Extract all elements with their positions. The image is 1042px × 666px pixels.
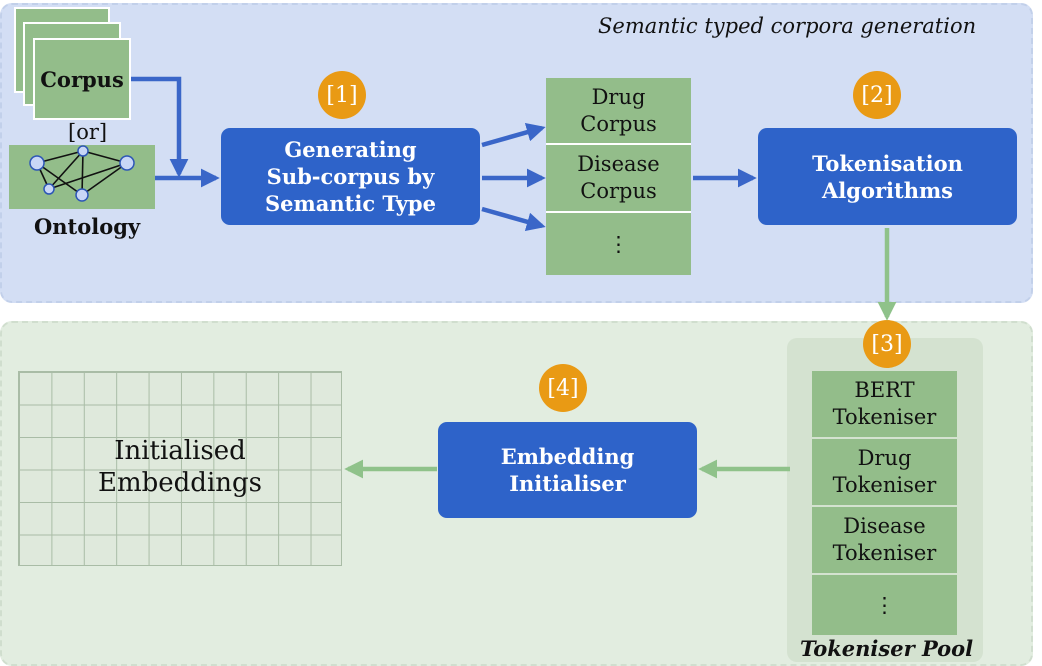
more-corpora-arrow <box>481 206 546 231</box>
drug-tokeniser-line-2: Tokeniser <box>832 473 937 497</box>
embeddings-line-1: Initialised <box>114 436 246 466</box>
initialiser-line-2: Initialiser <box>509 471 626 496</box>
step-badge-2: [2] <box>853 71 901 119</box>
drug-tokeniser-line-1: Drug <box>857 446 912 470</box>
corpus-label: Corpus <box>40 66 124 92</box>
generator-line-3: Semantic Type <box>265 191 436 216</box>
ontology-graph <box>9 145 155 209</box>
disease-tokeniser: Disease Tokeniser <box>812 507 957 575</box>
more-tokenisers: ⋮ <box>812 575 957 635</box>
semantic-corpora-stack: Drug Corpus Disease Corpus ⋮ <box>546 78 691 275</box>
embedding-initialiser-box: Embedding Initialiser <box>438 422 697 518</box>
initialiser-line-1: Embedding <box>500 444 635 469</box>
disease-corpus: Disease Corpus <box>546 145 691 213</box>
initialised-embeddings-grid <box>18 371 342 566</box>
corpora-generation-title: Semantic typed corpora generation <box>598 14 977 38</box>
tokenisation-line-2: Algorithms <box>821 177 953 203</box>
drug-corpus: Drug Corpus <box>546 78 691 145</box>
disease-tokeniser-line-2: Tokeniser <box>832 541 937 565</box>
ontology-label: Ontology <box>34 214 141 239</box>
bert-tokeniser-line-1: BERT <box>854 378 915 402</box>
disease-tokeniser-line-1: Disease <box>843 514 926 538</box>
step-badge-1: [1] <box>318 71 366 119</box>
step-badge-3: [3] <box>863 320 911 368</box>
embeddings-line-2: Embeddings <box>98 468 262 498</box>
disease-corpus-line-2: Corpus <box>580 179 657 203</box>
more-corpora: ⋮ <box>546 213 691 275</box>
more-corpora-ellipsis: ⋮ <box>608 231 629 256</box>
tokeniser-pool: BERT Tokeniser Drug Tokeniser Disease To… <box>812 371 957 635</box>
drug-tokeniser: Drug Tokeniser <box>812 439 957 507</box>
tokenisation-line-1: Tokenisation <box>812 150 963 176</box>
disease-corpus-line-1: Disease <box>577 152 660 176</box>
generating-subcorpus-box: Generating Sub-corpus by Semantic Type <box>221 128 480 225</box>
tokeniser-pool-title: Tokeniser Pool <box>800 636 974 661</box>
initialised-embeddings-label: Initialised Embeddings <box>18 434 342 500</box>
drug-corpus-line-2: Corpus <box>580 111 657 136</box>
bert-tokeniser: BERT Tokeniser <box>812 371 957 439</box>
or-label: [or] <box>68 120 108 144</box>
tokenisation-algorithms-box: Tokenisation Algorithms <box>758 128 1017 225</box>
corpus-arrow <box>131 76 189 178</box>
generator-line-1: Generating <box>284 137 417 162</box>
bert-tokeniser-line-2: Tokeniser <box>832 405 937 429</box>
drug-corpus-line-1: Drug <box>591 84 646 109</box>
generator-line-2: Sub-corpus by <box>266 164 435 189</box>
more-tokenisers-ellipsis: ⋮ <box>874 592 895 617</box>
ontology-graph-icon <box>29 145 135 202</box>
corpus-card: Corpus <box>33 38 131 120</box>
step-badge-4: [4] <box>539 364 587 412</box>
drug-corpus-arrow <box>481 123 546 148</box>
